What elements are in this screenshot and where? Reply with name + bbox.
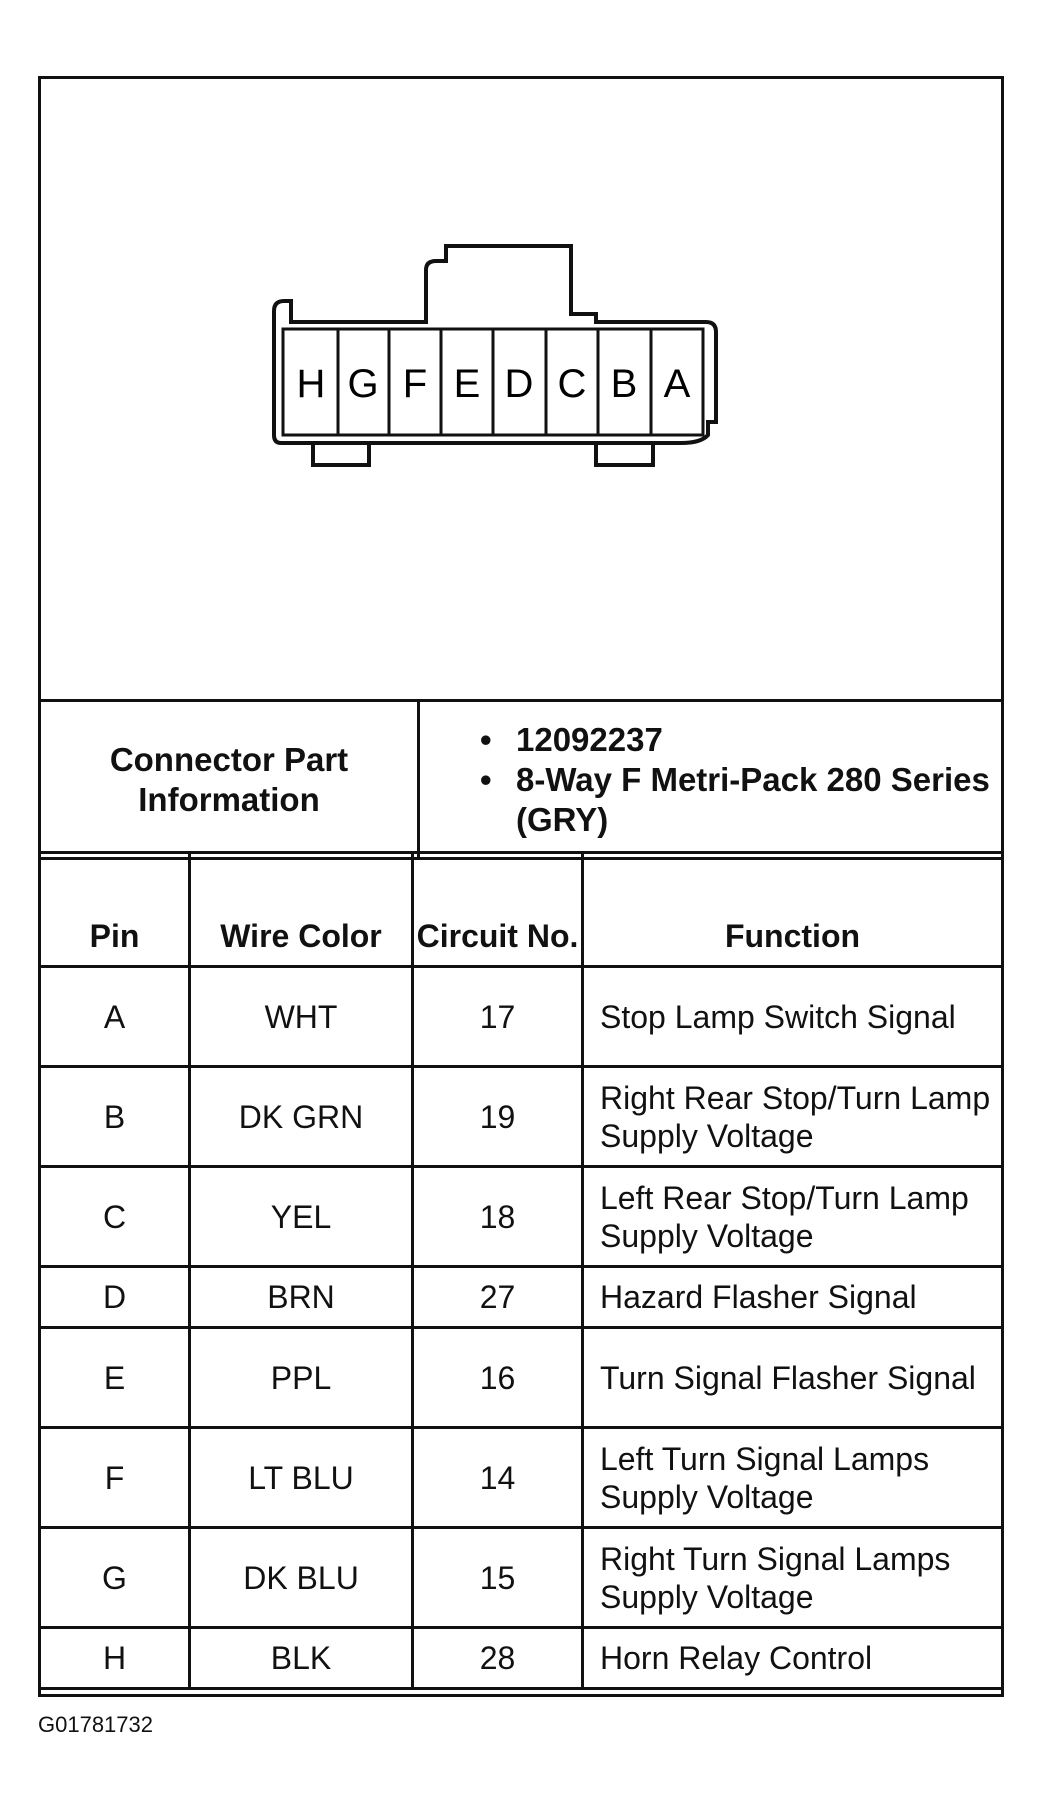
table-row: B DK GRN 19 Right Rear Stop/Turn Lamp Su… [38,1065,1004,1168]
table-row: A WHT 17 Stop Lamp Switch Signal [38,965,1004,1068]
pin-label-c: C [558,362,587,406]
wire-color-cell: DK GRN [188,1065,414,1168]
figure-id: G01781732 [38,1712,153,1737]
left-latch-tab [311,443,371,467]
pin-label-g: G [347,362,378,406]
pin-out-table: Pin Wire Color Circuit No. Function A WH… [38,851,1004,1690]
wire-color-cell: PPL [188,1326,414,1429]
part-number: 12092237 [480,720,1001,760]
connector-description: 8-Way F Metri-Pack 280 Series (GRY) [480,760,1001,840]
pin-label-f: F [403,362,427,406]
wire-color-cell: BRN [188,1265,414,1329]
pin-cell: G [38,1526,191,1629]
pin-cell: B [38,1065,191,1168]
header-pin: Pin [38,851,191,968]
function-cell: Right Turn Signal Lamps Supply Voltage [581,1526,1004,1629]
table-row: C YEL 18 Left Rear Stop/Turn Lamp Supply… [38,1165,1004,1268]
wire-color-cell: DK BLU [188,1526,414,1629]
circuit-cell: 14 [411,1426,584,1529]
pin-cell: C [38,1165,191,1268]
pin-cell-dividers [336,329,653,435]
pin-label-h: H [297,362,326,406]
function-cell: Horn Relay Control [581,1626,1004,1690]
table-row: F LT BLU 14 Left Turn Signal Lamps Suppl… [38,1426,1004,1529]
pin-cell: H [38,1626,191,1690]
connector-drawing: H G F E D C B A [272,244,718,467]
table-row: D BRN 27 Hazard Flasher Signal [38,1265,1004,1329]
circuit-cell: 18 [411,1165,584,1268]
circuit-cell: 27 [411,1265,584,1329]
diagram-frame: H G F E D C B A Connector Part Informati… [38,76,1004,1697]
connector-outline [272,244,718,445]
connector-part-info-label: Connector Part Information [38,699,420,860]
pin-labels: H G F E D C B A [297,362,691,406]
right-latch-tab [594,443,655,467]
pin-label-b: B [611,362,638,406]
table-row: E PPL 16 Turn Signal Flasher Signal [38,1326,1004,1429]
pin-cell: A [38,965,191,1068]
function-cell: Turn Signal Flasher Signal [581,1326,1004,1429]
header-circuit-no: Circuit No. [411,851,584,968]
circuit-cell: 15 [411,1526,584,1629]
function-cell: Left Turn Signal Lamps Supply Voltage [581,1426,1004,1529]
function-cell: Stop Lamp Switch Signal [581,965,1004,1068]
circuit-cell: 16 [411,1326,584,1429]
header-function: Function [581,851,1004,968]
pin-label-a: A [664,362,691,406]
function-cell: Left Rear Stop/Turn Lamp Supply Voltage [581,1165,1004,1268]
table-row: H BLK 28 Horn Relay Control [38,1626,1004,1690]
wire-color-cell: BLK [188,1626,414,1690]
connector-part-info-values: 12092237 8-Way F Metri-Pack 280 Series (… [417,699,1004,860]
wire-color-cell: YEL [188,1165,414,1268]
table-row: G DK BLU 15 Right Turn Signal Lamps Supp… [38,1526,1004,1629]
pin-cell: D [38,1265,191,1329]
connector-part-info-table: Connector Part Information 12092237 8-Wa… [38,699,1004,860]
pin-label-d: D [505,362,534,406]
connector-part-info-label-text: Connector Part Information [109,740,349,818]
function-cell: Right Rear Stop/Turn Lamp Supply Voltage [581,1065,1004,1168]
wire-color-cell: LT BLU [188,1426,414,1529]
circuit-cell: 28 [411,1626,584,1690]
header-wire-color: Wire Color [188,851,414,968]
circuit-cell: 17 [411,965,584,1068]
pin-cell: E [38,1326,191,1429]
pin-cell: F [38,1426,191,1529]
table-header-row: Pin Wire Color Circuit No. Function [38,851,1004,968]
connector-face-view: H G F E D C B A [41,79,1001,702]
wire-color-cell: WHT [188,965,414,1068]
function-cell: Hazard Flasher Signal [581,1265,1004,1329]
pin-label-e: E [454,362,481,406]
circuit-cell: 19 [411,1065,584,1168]
